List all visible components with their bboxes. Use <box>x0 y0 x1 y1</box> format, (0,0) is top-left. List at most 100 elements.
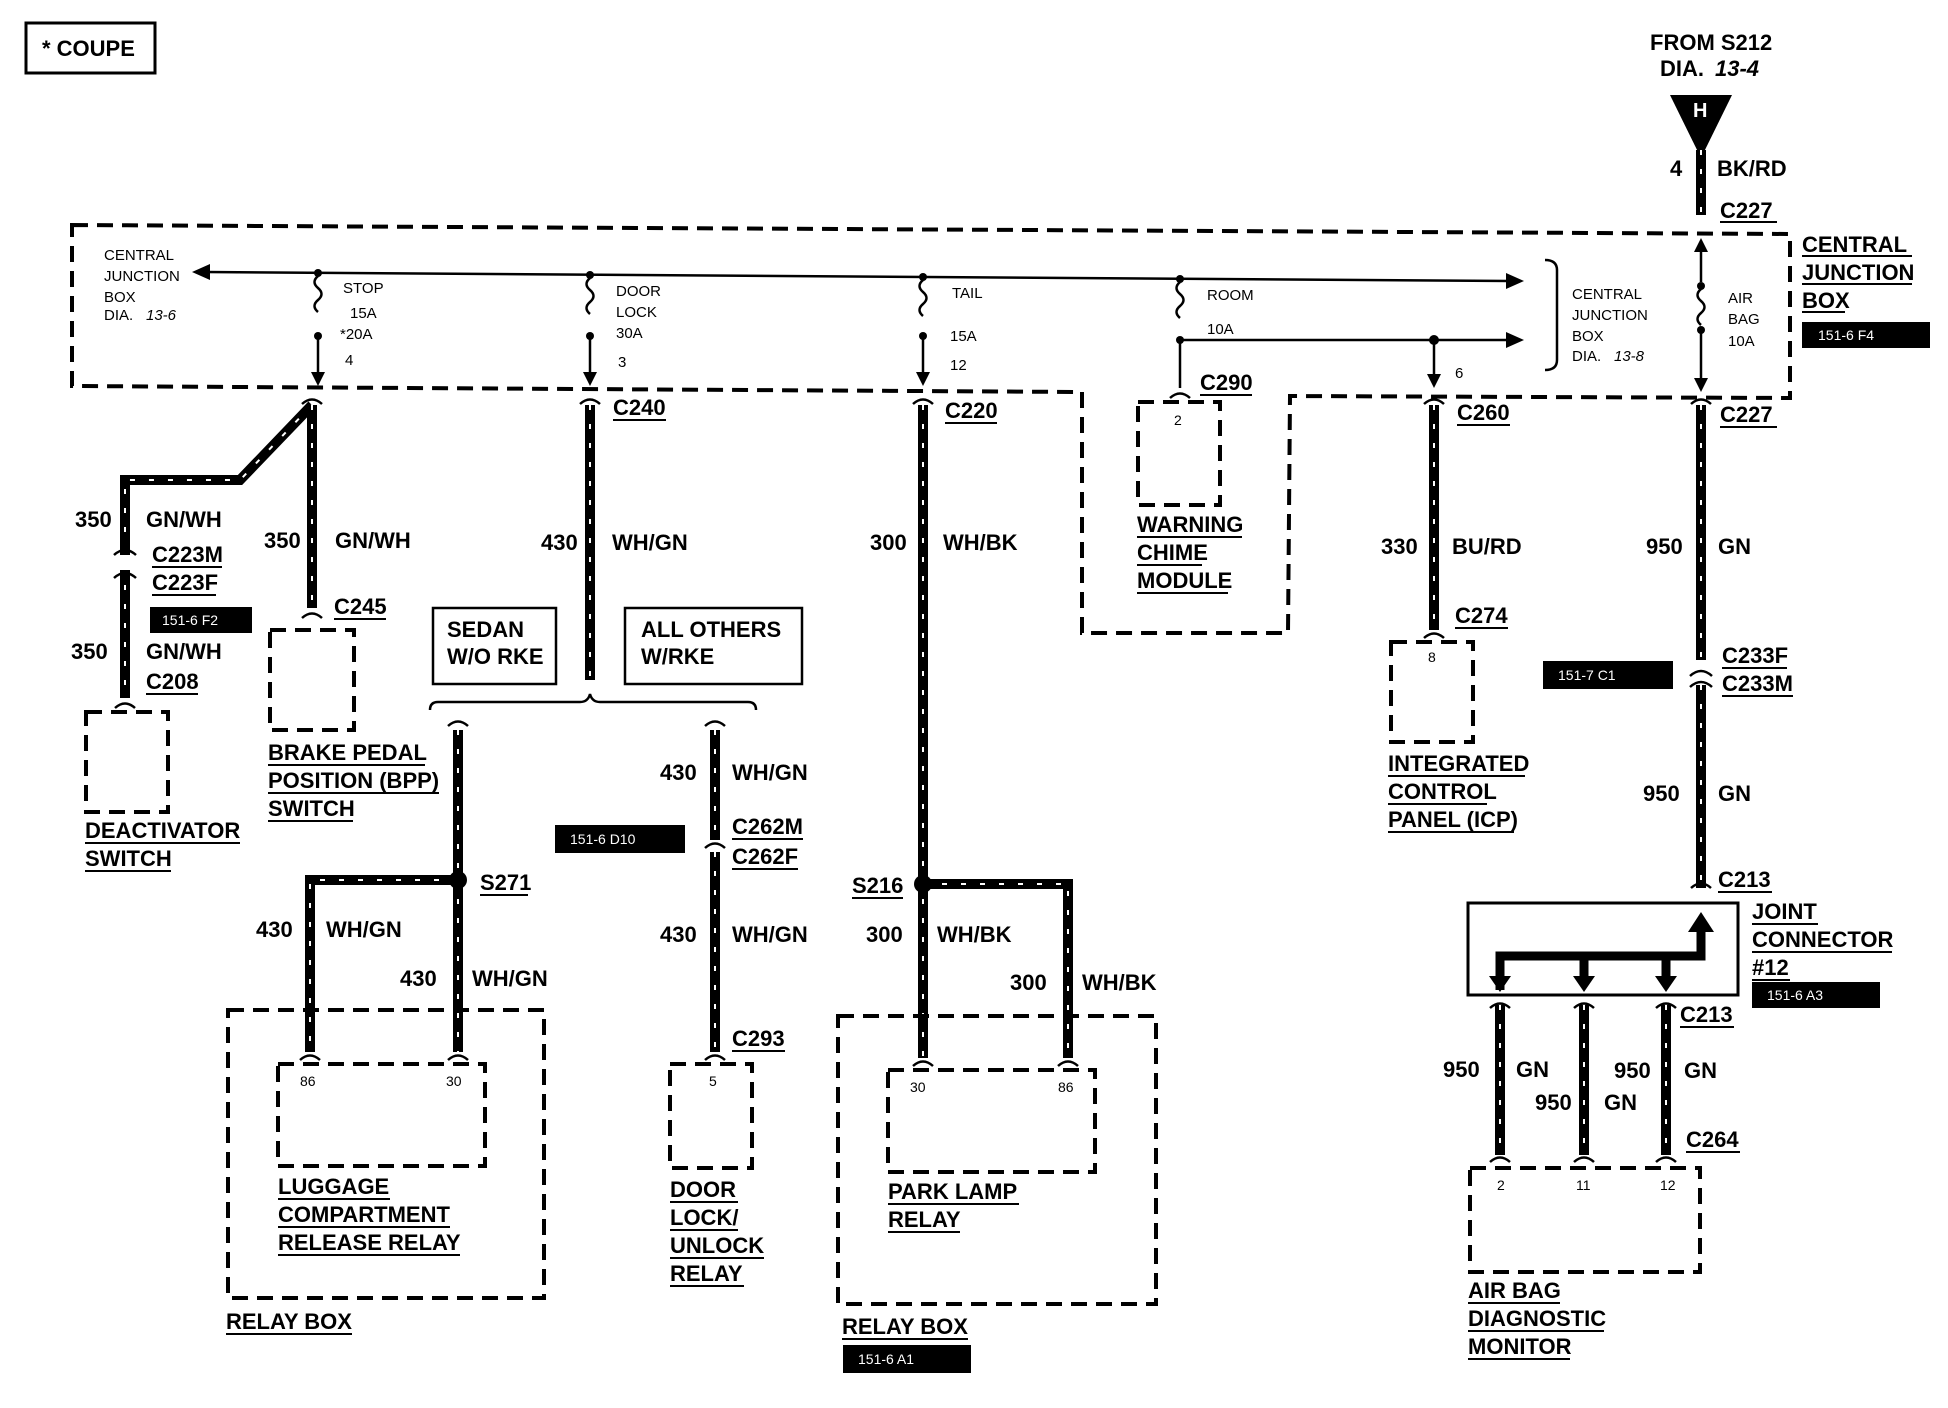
svg-text:S271: S271 <box>480 870 531 895</box>
svg-text:GN: GN <box>1718 534 1751 559</box>
svg-text:151-7 C1: 151-7 C1 <box>1558 667 1616 683</box>
svg-text:13-6: 13-6 <box>146 307 177 324</box>
fuse-room: ROOM 10A 6 <box>1175 275 1463 388</box>
svg-text:C223F: C223F <box>152 570 218 595</box>
svg-text:BAG: BAG <box>1728 311 1760 328</box>
svg-text:GN: GN <box>1516 1057 1549 1082</box>
svg-text:4: 4 <box>345 352 353 369</box>
splice-s216 <box>914 875 932 893</box>
circuit-430 <box>305 405 758 1052</box>
svg-text:BOX: BOX <box>104 289 136 306</box>
svg-text:430: 430 <box>660 760 697 785</box>
svg-text:S216: S216 <box>852 873 903 898</box>
svg-text:CONNECTOR: CONNECTOR <box>1752 927 1893 952</box>
svg-text:C233F: C233F <box>1722 643 1788 668</box>
svg-text:ALL OTHERS: ALL OTHERS <box>641 617 781 642</box>
svg-text:GN/WH: GN/WH <box>146 639 222 664</box>
svg-text:STOP: STOP <box>343 280 384 297</box>
svg-text:POSITION (BPP): POSITION (BPP) <box>268 768 439 793</box>
svg-text:DOOR: DOOR <box>670 1177 736 1202</box>
svg-text:CENTRAL: CENTRAL <box>1802 232 1907 257</box>
svg-text:JUNCTION: JUNCTION <box>1572 307 1648 324</box>
svg-text:RELAY BOX: RELAY BOX <box>226 1309 352 1334</box>
svg-text:C260: C260 <box>1457 400 1510 425</box>
cjb-right-label: CENTRAL JUNCTION BOX DIA. 13-8 <box>1544 258 1648 372</box>
relay-box-1 <box>226 1008 546 1300</box>
svg-text:C213: C213 <box>1718 867 1771 892</box>
svg-text:WH/GN: WH/GN <box>732 922 808 947</box>
svg-text:300: 300 <box>870 530 907 555</box>
svg-text:RELEASE RELAY: RELEASE RELAY <box>278 1230 461 1255</box>
wire-labels: 350 GN/WH 350 GN/WH 350 GN/WH 430 WH/GN … <box>71 507 1751 1115</box>
svg-text:LUGGAGE: LUGGAGE <box>278 1174 389 1199</box>
svg-text:AIR: AIR <box>1728 290 1753 307</box>
svg-text:CONTROL: CONTROL <box>1388 779 1497 804</box>
svg-text:12: 12 <box>950 357 967 374</box>
svg-text:JUNCTION: JUNCTION <box>104 268 180 285</box>
svg-text:* COUPE: * COUPE <box>42 36 135 61</box>
svg-text:30: 30 <box>446 1073 462 1089</box>
cjb-outline <box>70 222 1792 635</box>
svg-text:*20A: *20A <box>340 326 373 343</box>
svg-text:11: 11 <box>1576 1177 1591 1193</box>
svg-text:DIA.: DIA. <box>104 307 133 324</box>
coupe-note: * COUPE <box>24 21 157 75</box>
svg-text:950: 950 <box>1646 534 1683 559</box>
svg-text:WH/GN: WH/GN <box>472 966 548 991</box>
svg-text:6: 6 <box>1455 365 1463 382</box>
svg-text:DEACTIVATOR: DEACTIVATOR <box>85 818 240 843</box>
power-bus <box>192 264 1524 348</box>
svg-text:C220: C220 <box>945 398 998 423</box>
svg-text:MONITOR: MONITOR <box>1468 1334 1572 1359</box>
pin-numbers: 2 8 86 30 5 30 86 2 11 12 <box>300 412 1676 1193</box>
svg-text:C227: C227 <box>1720 402 1773 427</box>
svg-text:BK/RD: BK/RD <box>1717 156 1787 181</box>
svg-text:W/RKE: W/RKE <box>641 644 714 669</box>
icp-box <box>1389 640 1475 744</box>
svg-text:8: 8 <box>1428 649 1436 665</box>
svg-text:15A: 15A <box>950 328 977 345</box>
svg-text:10A: 10A <box>1207 321 1234 338</box>
svg-text:BRAKE PEDAL: BRAKE PEDAL <box>268 740 427 765</box>
svg-text:WH/GN: WH/GN <box>612 530 688 555</box>
svg-text:C240: C240 <box>613 395 666 420</box>
svg-text:430: 430 <box>256 917 293 942</box>
option-sedan: SEDAN W/O RKE <box>431 606 558 686</box>
fuse-stop: STOP 15A *20A 4 <box>311 269 384 386</box>
svg-text:GN/WH: GN/WH <box>146 507 222 532</box>
svg-text:950: 950 <box>1535 1090 1572 1115</box>
svg-text:DOOR: DOOR <box>616 283 661 300</box>
svg-text:12: 12 <box>1660 1177 1676 1193</box>
svg-text:JUNCTION: JUNCTION <box>1802 260 1914 285</box>
svg-text:#12: #12 <box>1752 955 1789 980</box>
svg-text:C262F: C262F <box>732 844 798 869</box>
svg-text:LOCK/: LOCK/ <box>670 1205 738 1230</box>
svg-text:DIAGNOSTIC: DIAGNOSTIC <box>1468 1306 1606 1331</box>
svg-text:WARNING: WARNING <box>1137 512 1243 537</box>
relay-box-2 <box>836 1014 1158 1306</box>
svg-text:30: 30 <box>910 1079 926 1095</box>
fuse-air-bag: AIR BAG 10A <box>1694 238 1760 392</box>
svg-text:DIA.: DIA. <box>1572 348 1601 365</box>
svg-text:RELAY: RELAY <box>670 1261 743 1286</box>
svg-text:SEDAN: SEDAN <box>447 617 524 642</box>
svg-text:2: 2 <box>1497 1177 1505 1193</box>
park-lamp-relay-box <box>886 1068 1097 1174</box>
svg-text:GN: GN <box>1604 1090 1637 1115</box>
svg-text:350: 350 <box>71 639 108 664</box>
svg-text:PANEL (ICP): PANEL (ICP) <box>1388 807 1518 832</box>
svg-text:950: 950 <box>1614 1058 1651 1083</box>
svg-text:15A: 15A <box>350 305 377 322</box>
fuse-tail: TAIL 15A 12 <box>916 273 983 386</box>
joint-connector-12 <box>1466 901 1740 997</box>
svg-text:151-6 A3: 151-6 A3 <box>1767 987 1823 1003</box>
svg-text:C223M: C223M <box>152 542 223 567</box>
svg-text:C262M: C262M <box>732 814 803 839</box>
svg-text:ROOM: ROOM <box>1207 287 1254 304</box>
svg-text:C213: C213 <box>1680 1002 1733 1027</box>
svg-text:DIA.: DIA. <box>1660 56 1704 81</box>
source-arrow-icon <box>1670 95 1732 158</box>
splice-s271 <box>449 871 467 889</box>
svg-text:300: 300 <box>1010 970 1047 995</box>
component-labels: DEACTIVATOR SWITCH BRAKE PEDAL POSITION … <box>85 512 1893 1360</box>
